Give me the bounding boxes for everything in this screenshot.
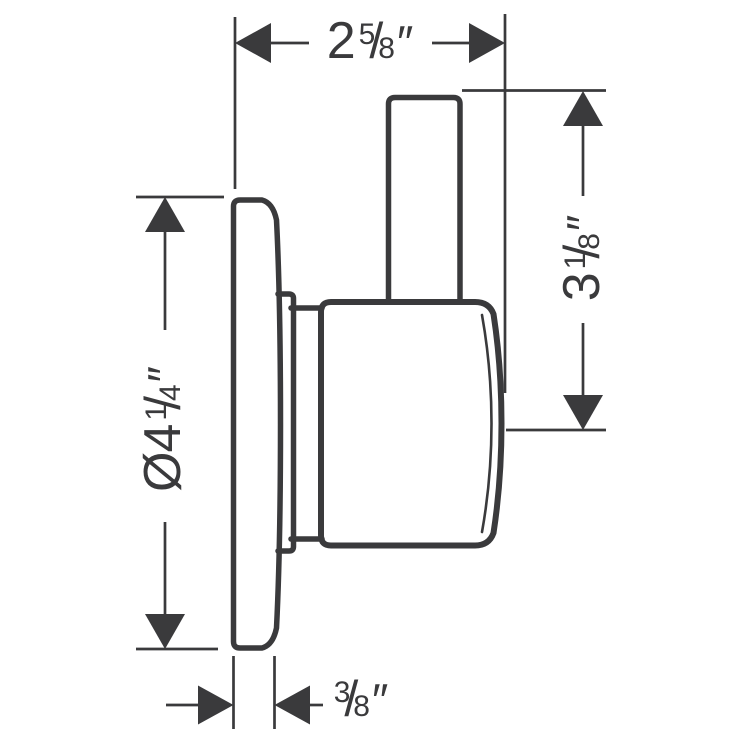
- handle-stem: [385, 94, 463, 305]
- width-inch-mark: ″: [396, 16, 414, 68]
- width-whole-number: 2: [326, 12, 356, 70]
- height-whole-number: 3: [553, 273, 611, 302]
- height-dimension-label: 31/8″: [553, 214, 611, 302]
- mounting-collar: [275, 291, 297, 554]
- depth-fraction-slash: /: [344, 671, 359, 727]
- width-fraction-numerator: 5: [358, 18, 376, 51]
- dimension-width-top: [233, 14, 507, 393]
- depth-arrowhead-left: [198, 685, 234, 725]
- depth-inch-mark: ″: [371, 674, 389, 726]
- escutcheon-plate: [230, 197, 284, 651]
- diameter-arrowhead-top: [145, 197, 185, 232]
- depth-fraction-numerator: 3: [333, 676, 351, 709]
- width-arrowhead-right: [469, 23, 505, 63]
- diameter-symbol: Ø: [134, 452, 192, 492]
- height-fraction-denominator: 8: [573, 233, 606, 250]
- depth-arrowhead-right: [274, 685, 310, 725]
- diameter-symbol-and-number: Ø4: [134, 425, 192, 492]
- diameter-fraction-denominator: 4: [154, 384, 187, 402]
- depth-fraction-denominator: 8: [353, 690, 370, 723]
- dimension-depth-bottom: [166, 656, 323, 729]
- diameter-dimension-label: Ø41/4″: [134, 366, 192, 492]
- dimension-diameter-left: [136, 195, 224, 651]
- width-arrowhead-left: [235, 23, 271, 63]
- height-arrowhead-top: [563, 91, 603, 126]
- width-fraction-denominator: 8: [378, 32, 395, 65]
- depth-dimension-label: 3/8″: [334, 673, 389, 725]
- knob-body: [318, 299, 505, 549]
- diameter-whole-number: 4: [134, 424, 192, 453]
- height-inch-mark: ″: [557, 214, 609, 232]
- knob-face-arc: [480, 313, 493, 534]
- diameter-arrowhead-bottom: [145, 614, 185, 649]
- height-arrowhead-bottom: [563, 395, 603, 430]
- dimension-height-right: [462, 89, 606, 432]
- width-fraction-slash: /: [369, 13, 384, 69]
- valve-trim-side-view: [230, 94, 505, 651]
- diameter-inch-mark: ″: [138, 366, 190, 383]
